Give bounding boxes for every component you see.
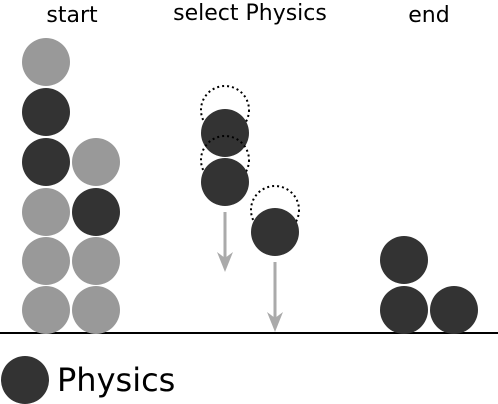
start-ball-other — [22, 237, 70, 285]
select-stage — [200, 85, 300, 332]
end-stack — [380, 236, 478, 334]
select-ball-physics — [251, 208, 299, 256]
legend-physics-swatch — [1, 356, 49, 404]
stage-label-select: select Physics — [173, 1, 327, 26]
ball-ghost-outline — [250, 185, 300, 235]
legend: Physics — [1, 356, 175, 404]
start-ball-other — [22, 188, 70, 236]
ball-ghost-outline — [200, 135, 250, 185]
select-ball-physics — [201, 109, 249, 157]
end-ball-physics — [380, 236, 428, 284]
arrow-head — [267, 312, 283, 332]
end-ball-physics — [380, 286, 428, 334]
start-ball-other — [22, 286, 70, 334]
ball-ghost-outline — [200, 85, 250, 135]
start-ball-other — [22, 38, 70, 86]
start-stack — [22, 38, 120, 334]
arrow-head — [217, 252, 233, 272]
stage-label-start: start — [46, 3, 98, 28]
start-ball-physics — [72, 188, 120, 236]
start-ball-other — [72, 237, 120, 285]
legend-label: Physics — [57, 361, 175, 399]
select-ball-physics — [201, 158, 249, 206]
start-ball-physics — [22, 88, 70, 136]
start-ball-physics — [22, 138, 70, 186]
stage-label-end: end — [408, 3, 449, 28]
start-ball-other — [72, 138, 120, 186]
start-ball-other — [72, 286, 120, 334]
end-ball-physics — [430, 286, 478, 334]
